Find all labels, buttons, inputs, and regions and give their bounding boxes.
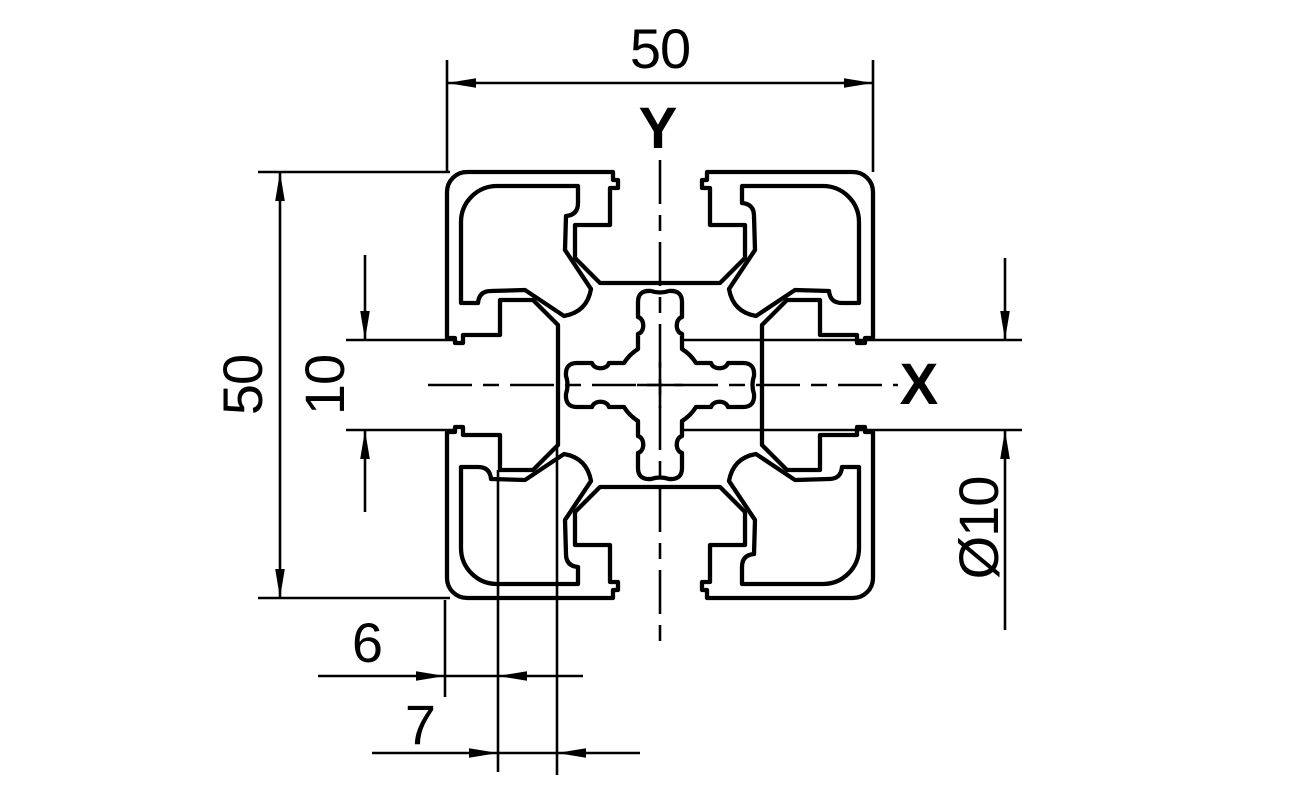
label-center-bore: Ø10	[947, 477, 1010, 580]
label-slot-opening: 10	[293, 355, 356, 415]
arrowhead	[275, 172, 285, 201]
label-edge-to-slot-wall: 6	[352, 611, 382, 674]
label-slot-channel-depth: 7	[405, 693, 435, 756]
cavity-top-left	[461, 186, 591, 316]
arrowhead	[447, 78, 476, 88]
arrowhead	[844, 78, 873, 88]
axis-label-x: X	[900, 352, 939, 417]
cavity-bottom-left	[461, 454, 591, 584]
center-bore-cavity	[563, 288, 757, 482]
dim-slot-opening	[346, 255, 456, 512]
arrowhead	[1000, 430, 1010, 459]
arrowhead	[360, 430, 370, 459]
label-overall-height: 50	[211, 355, 274, 415]
arrowhead	[557, 748, 586, 758]
arrowhead	[416, 671, 445, 681]
dim-edge-to-slot-wall	[318, 470, 583, 772]
arrowhead	[469, 748, 498, 758]
dim-overall-width	[445, 60, 875, 172]
profile-outline	[444, 169, 876, 601]
dim-overall-height	[258, 170, 450, 600]
centerlines	[428, 160, 898, 645]
profile-cross-section	[444, 169, 876, 601]
dim-slot-channel-depth	[372, 446, 640, 775]
label-overall-width: 50	[630, 17, 690, 80]
arrowhead	[275, 569, 285, 598]
cavity-bottom-right	[729, 454, 859, 584]
arrowhead	[360, 311, 370, 340]
axis-label-y: Y	[639, 96, 678, 161]
arrowhead	[498, 671, 527, 681]
arrowhead	[1000, 311, 1010, 340]
dimension-labels: 50 50 10 Ø10 6 7 X Y	[211, 17, 1010, 756]
cavity-top-right	[729, 186, 859, 316]
dimension-arrowheads	[275, 78, 1010, 758]
